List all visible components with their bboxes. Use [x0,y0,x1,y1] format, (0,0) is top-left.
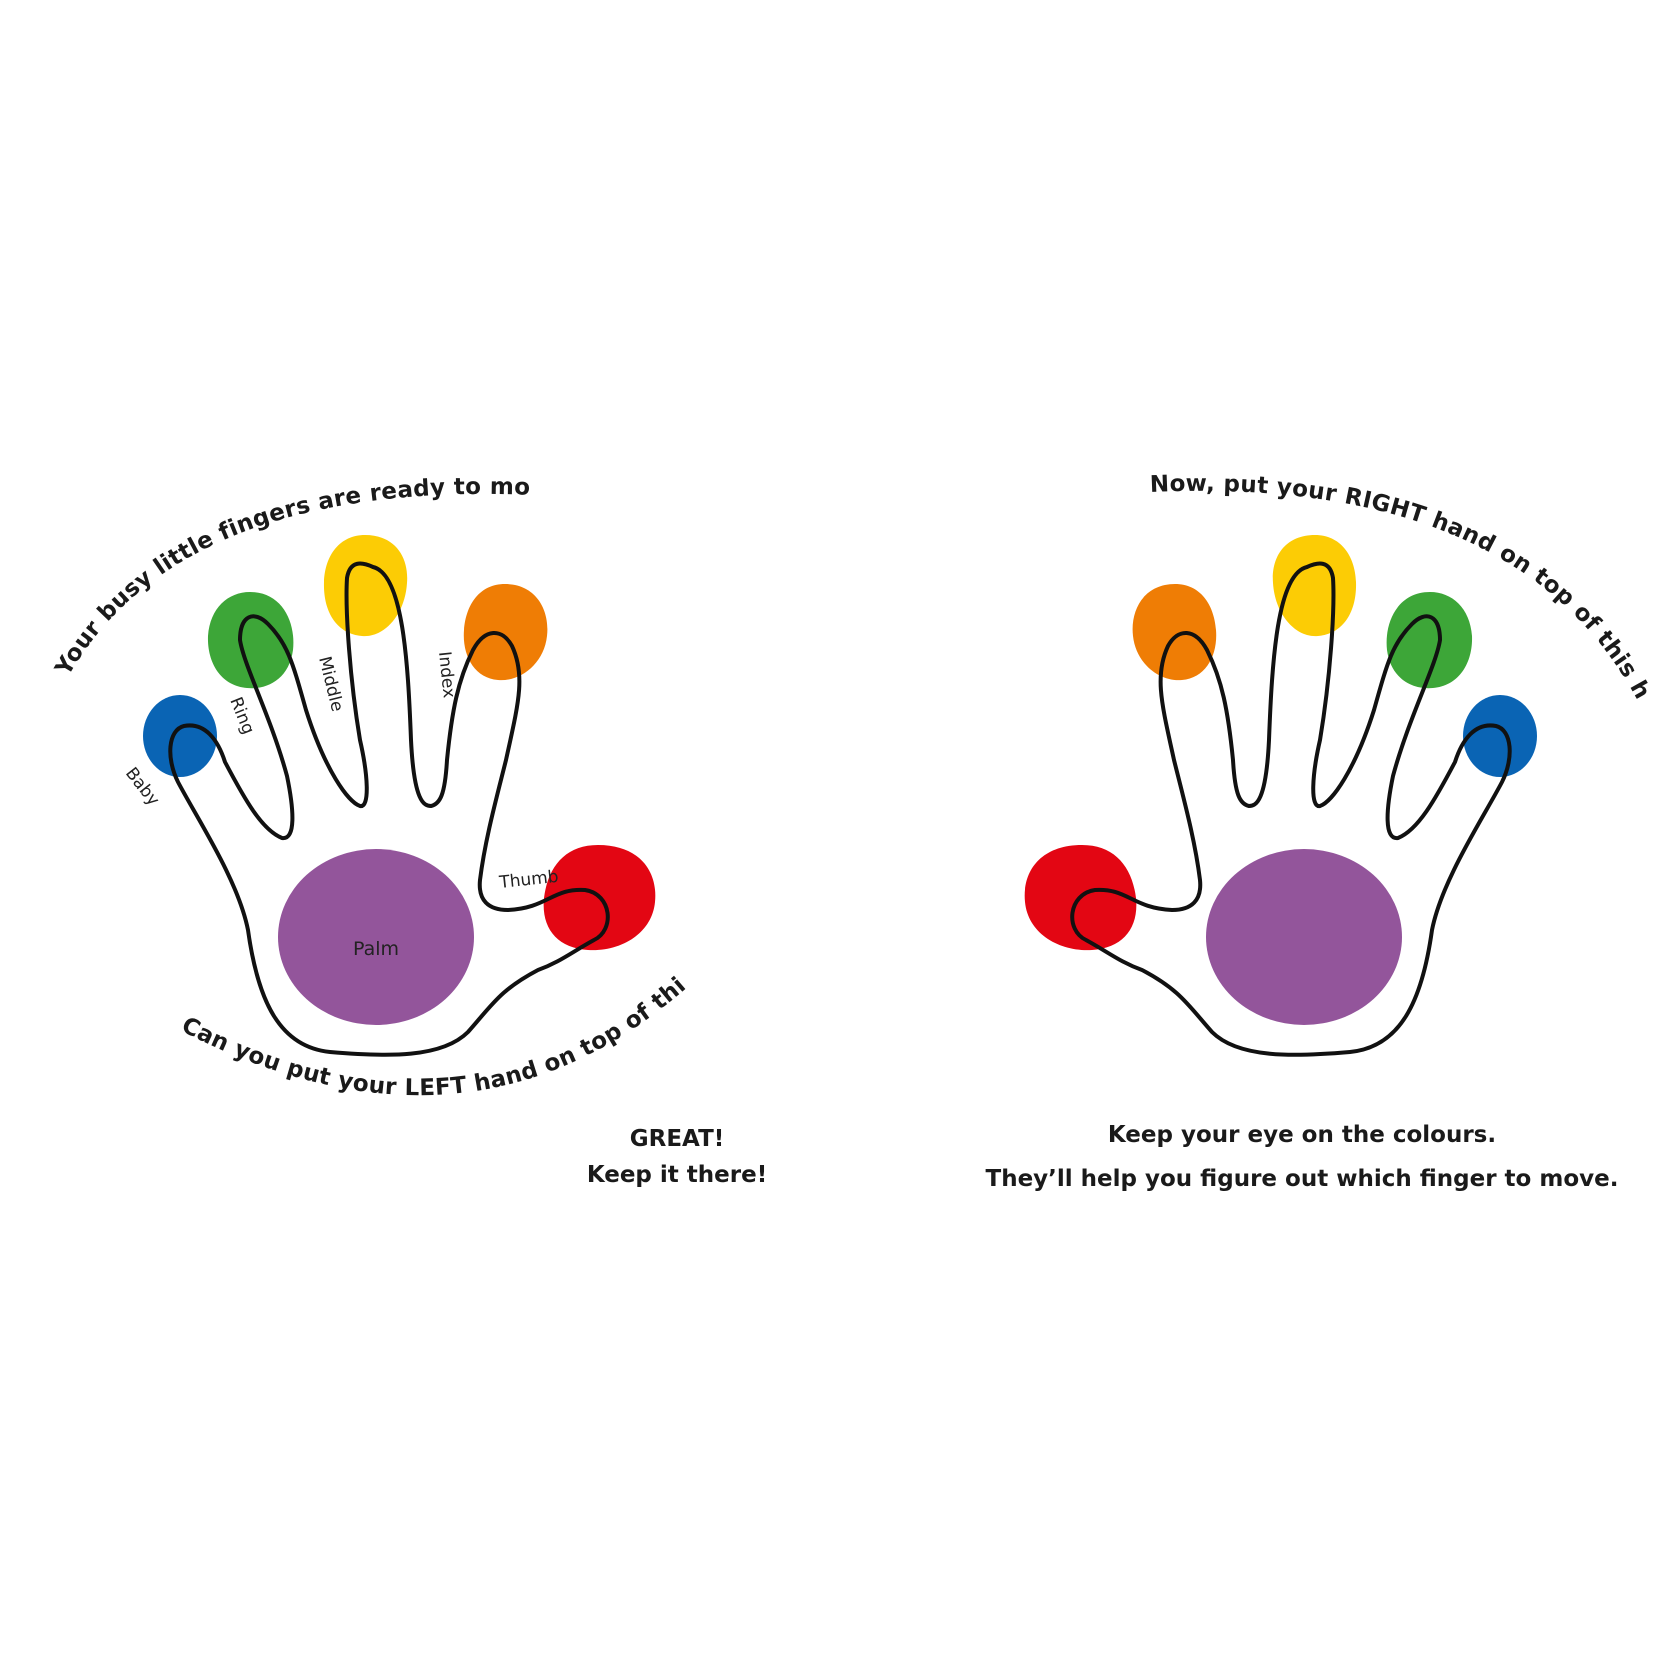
index-label: Index [434,650,459,699]
keep-it-there-text: Keep it there! [587,1162,767,1188]
colours-line-1: Keep your eye on the colours. [1108,1122,1496,1148]
baby-finger-dot [143,695,217,777]
right-hand [1024,535,1537,1057]
index-finger-dot [463,584,548,681]
palm-dot-right [1206,849,1402,1025]
palm-label: Palm [353,938,399,960]
index-finger-dot-right [1132,584,1217,681]
left-page: Your busy little fingers are ready to mo… [0,0,767,1188]
left-hand-outline [168,561,610,1057]
middle-finger-dot-right [1272,535,1357,637]
great-text: GREAT! [630,1126,725,1152]
ring-finger-dot-right [1386,592,1473,689]
palm-dot [278,849,474,1025]
baby-finger-dot-right [1463,695,1537,777]
middle-finger-dot [323,535,408,637]
ring-finger-dot [207,592,294,689]
middle-label: Middle [314,654,347,713]
baby-label: Baby [121,764,163,810]
right-hand-outline [1070,561,1512,1057]
left-top-arc-text: Your busy little fingers are ready to mo… [0,0,531,681]
ring-label: Ring [225,694,258,737]
colours-line-2: They’ll help you figure out which finger… [986,1166,1619,1192]
